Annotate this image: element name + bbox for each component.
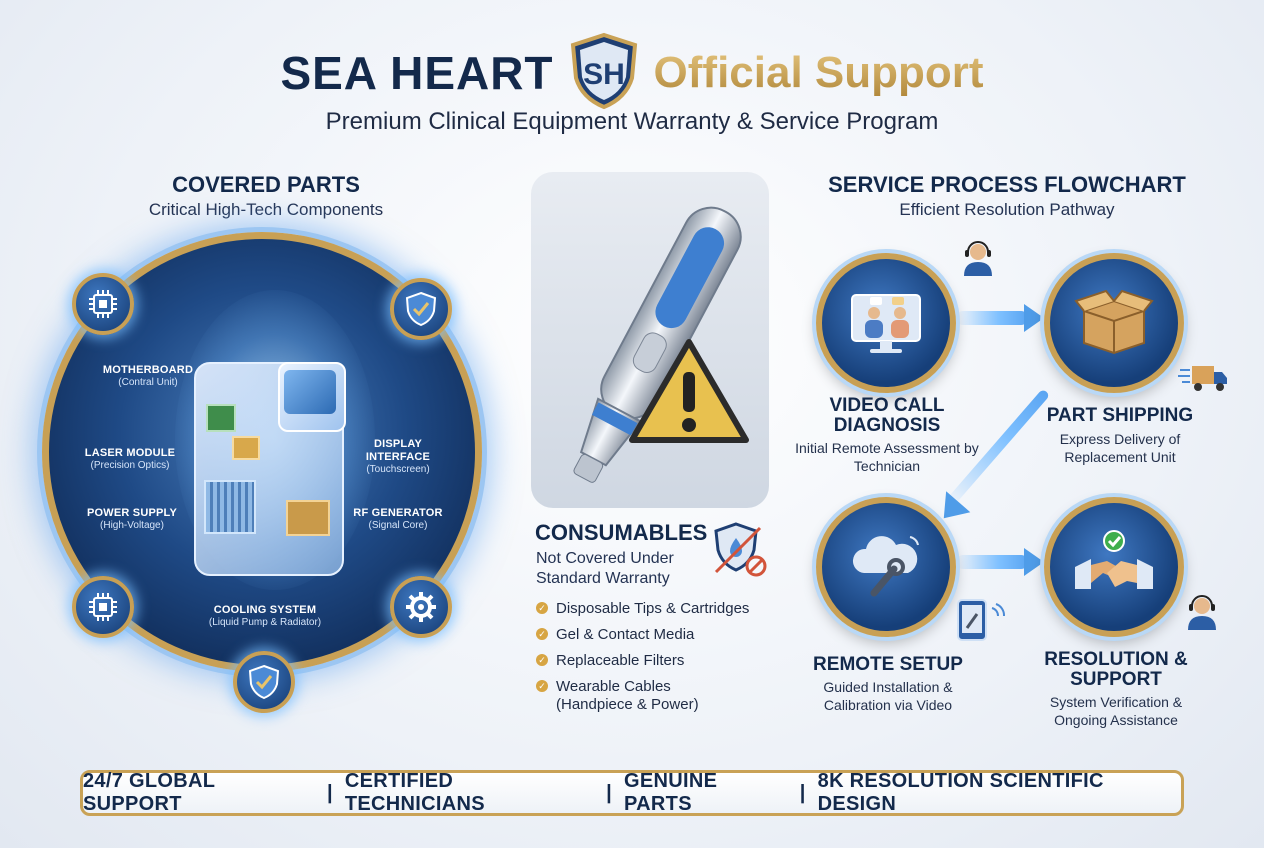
- warning-icon: [626, 336, 752, 453]
- footer-item: CERTIFIED TECHNICIANS: [344, 770, 485, 815]
- step-video-call: [816, 253, 956, 393]
- check-dot-icon: ✓: [536, 680, 548, 692]
- list-item: ✓Wearable Cables (Handpiece & Power): [536, 678, 749, 714]
- flowchart-subtitle: Efficient Resolution Pathway: [899, 200, 1115, 219]
- brand-name: SEA HEART: [280, 47, 554, 99]
- support-agent-icon: [958, 238, 998, 278]
- part-label-rf-generator: RF GENERATOR(Signal Core): [353, 507, 443, 532]
- step-description: System Verification & Ongoing Assistance: [1049, 694, 1183, 728]
- consumables-list: ✓Disposable Tips & Cartridges ✓Gel & Con…: [536, 600, 749, 722]
- flow-arrowhead: [1024, 548, 1044, 576]
- motherboard-component: [206, 404, 236, 432]
- chip-icon: [72, 576, 134, 638]
- part-label-motherboard: MOTHERBOARD(Contral Unit): [102, 364, 194, 389]
- handshake-icon: [1075, 530, 1153, 589]
- footer-banner: 24/7 GLOBAL SUPPORT | CERTIFIED TECHNICI…: [80, 770, 1184, 816]
- power-supply-component: [204, 480, 256, 534]
- step-title: PART SHIPPING: [1046, 405, 1194, 426]
- step-resolution-support: [1044, 497, 1184, 637]
- footer-separator: |: [326, 781, 333, 804]
- shield-check-icon: [233, 651, 295, 713]
- check-dot-icon: ✓: [536, 628, 548, 640]
- consumables-subtitle: Not Covered Under Standard Warranty: [536, 550, 674, 587]
- chip-icon: [72, 273, 134, 335]
- list-item: ✓Gel & Contact Media: [536, 626, 749, 644]
- official-support-title: Official Support: [653, 48, 984, 97]
- machine-screen: [284, 370, 336, 414]
- rf-generator-component: [286, 500, 330, 536]
- flow-arrow: [956, 555, 1028, 569]
- box-icon: [1074, 289, 1154, 355]
- footer-separator: |: [606, 781, 613, 804]
- header: SEA HEART SH Official Support: [0, 32, 1264, 109]
- step-description: Guided Installation & Calibration via Vi…: [823, 679, 953, 713]
- tablet-wrench-icon: [956, 598, 1012, 649]
- list-item: ✓Replaceable Filters: [536, 652, 749, 670]
- shield-not-covered-icon: [712, 520, 768, 585]
- step-title: VIDEO CALL DIAGNOSIS: [829, 395, 945, 436]
- gear-icon: [390, 576, 452, 638]
- video-call-icon: [851, 294, 921, 353]
- footer-item: 8K RESOLUTION SCIENTIFIC DESIGN: [817, 770, 1104, 815]
- handpiece-illustration: [573, 206, 742, 483]
- step-description: Initial Remote Assessment by Technician: [795, 440, 979, 474]
- covered-parts-subtitle: Critical High-Tech Components: [148, 200, 384, 219]
- step-part-shipping: [1044, 253, 1184, 393]
- flowchart-title: SERVICE PROCESS FLOWCHART: [828, 172, 1186, 197]
- cloud-wrench-icon: [852, 536, 919, 597]
- support-agent-icon: [1182, 592, 1222, 632]
- part-label-power-supply: POWER SUPPLY(High-Voltage): [86, 507, 177, 532]
- logo-text: SH: [583, 58, 625, 91]
- covered-parts-title: COVERED PARTS: [172, 172, 360, 197]
- footer-separator: |: [799, 781, 806, 804]
- check-dot-icon: ✓: [536, 654, 548, 666]
- footer-item: GENUINE PARTS: [624, 770, 718, 815]
- sh-shield-logo-icon: SH: [568, 32, 640, 115]
- consumables-title: CONSUMABLES: [535, 520, 708, 545]
- part-label-cooling-system: COOLING SYSTEM(Liquid Pump & Radiator): [208, 604, 322, 629]
- shield-check-icon: [390, 278, 452, 340]
- list-item: ✓Disposable Tips & Cartridges: [536, 600, 749, 618]
- step-title: RESOLUTION & SUPPORT: [1044, 649, 1188, 690]
- laser-module-component: [232, 436, 260, 460]
- step-description: Express Delivery of Replacement Unit: [1059, 431, 1181, 465]
- delivery-truck-icon: [1178, 360, 1228, 399]
- page-subtitle: Premium Clinical Equipment Warranty & Se…: [325, 108, 939, 135]
- handpiece-card: [531, 172, 769, 508]
- part-label-display-interface: DISPLAY INTERFACE(Touchscreen): [365, 438, 431, 476]
- flow-arrow: [956, 311, 1028, 325]
- part-label-laser-module: LASER MODULE(Precision Optics): [84, 447, 176, 472]
- check-dot-icon: ✓: [536, 602, 548, 614]
- step-remote-setup: [816, 497, 956, 637]
- flow-arrowhead: [1024, 304, 1044, 332]
- footer-item: 24/7 GLOBAL SUPPORT: [83, 770, 215, 815]
- step-title: REMOTE SETUP: [813, 654, 963, 675]
